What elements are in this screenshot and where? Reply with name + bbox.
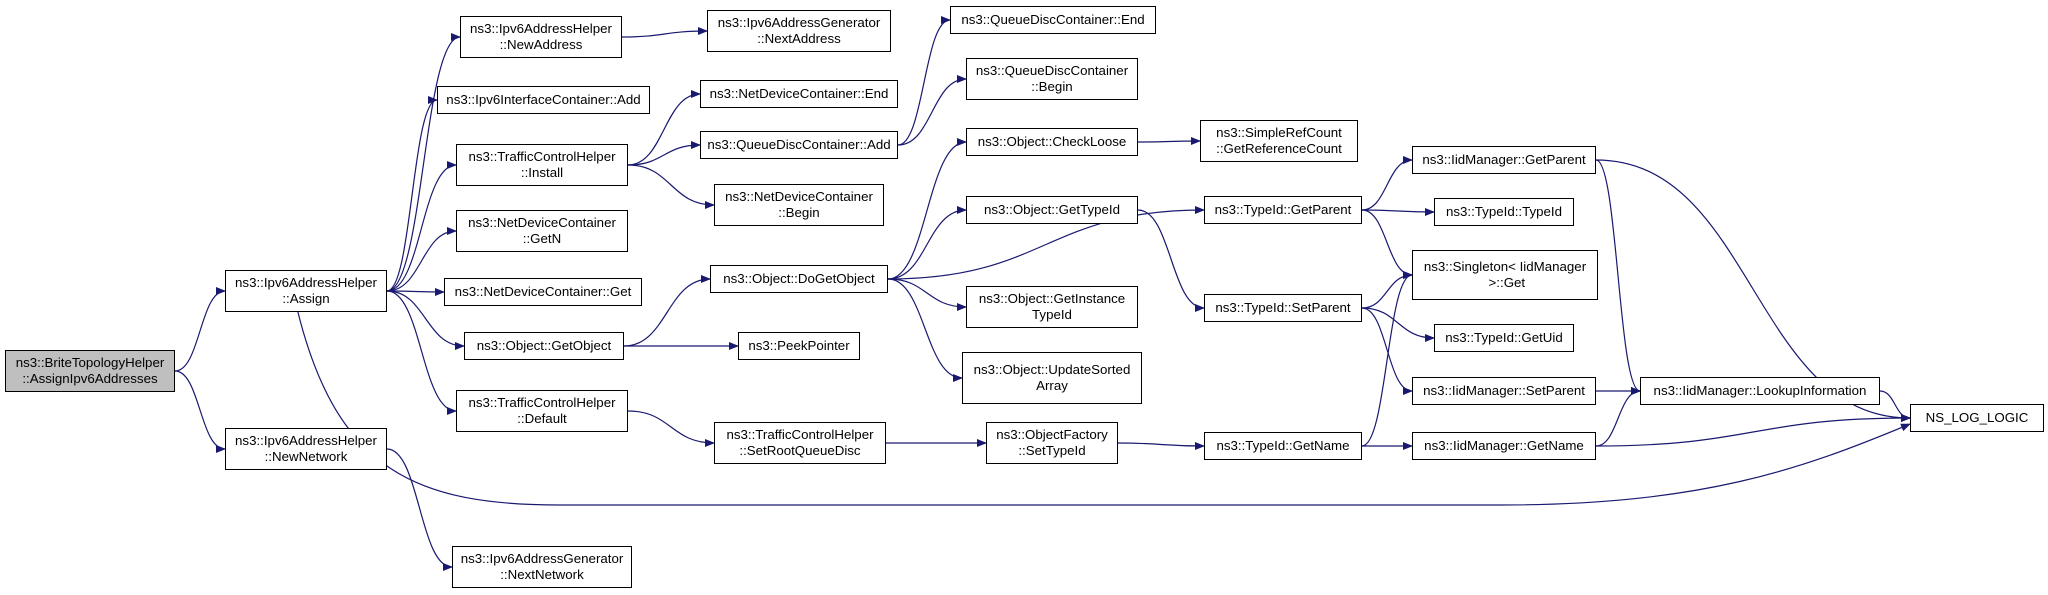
edge-tidGetParent-to-iidGetParent xyxy=(1361,156,1413,211)
edge-tchDefault-to-tchSetRoot xyxy=(627,410,715,447)
node-queue-disc-container-add[interactable]: ns3::QueueDiscContainer::Add xyxy=(700,131,898,159)
node-net-device-container-get[interactable]: ns3::NetDeviceContainer::Get xyxy=(444,278,642,306)
edge-iidGetParent-to-iidLookup xyxy=(1595,159,1641,395)
node-traffic-control-helper-install[interactable]: ns3::TrafficControlHelper ::Install xyxy=(456,144,628,186)
edge-root-to-assign xyxy=(174,287,226,372)
edge-assign-to-objGetObject xyxy=(386,290,465,350)
edge-ofSetTypeId-to-tidGetName xyxy=(1117,441,1205,450)
node-iid-manager-get-name[interactable]: ns3::IidManager::GetName xyxy=(1412,432,1596,460)
edge-assign-to-tchDefault xyxy=(386,290,457,415)
edge-qdcAdd-to-qdcEnd xyxy=(897,16,951,146)
node-ipv6-address-generator-next-address[interactable]: ns3::Ipv6AddressGenerator ::NextAddress xyxy=(707,10,891,52)
node-type-id-get-uid[interactable]: ns3::TypeId::GetUid xyxy=(1434,324,1574,352)
edge-objDoGetObject-to-objGetInstance xyxy=(887,278,967,311)
node-iid-manager-lookup-information[interactable]: ns3::IidManager::LookupInformation xyxy=(1640,377,1880,405)
node-type-id-type-id[interactable]: ns3::TypeId::TypeId xyxy=(1434,198,1574,226)
node-object-check-loose[interactable]: ns3::Object::CheckLoose xyxy=(966,128,1138,156)
edge-newAddress-to-genNextAddress xyxy=(621,27,708,38)
node-iid-manager-set-parent[interactable]: ns3::IidManager::SetParent xyxy=(1412,377,1596,405)
node-net-device-container-get-n[interactable]: ns3::NetDeviceContainer ::GetN xyxy=(456,210,628,252)
node-traffic-control-helper-set-root-queue-disc[interactable]: ns3::TrafficControlHelper ::SetRootQueue… xyxy=(714,422,886,464)
node-ipv6-address-generator-next-network[interactable]: ns3::Ipv6AddressGenerator ::NextNetwork xyxy=(452,546,632,588)
node-singleton-iid-manager-get[interactable]: ns3::Singleton< IidManager >::Get xyxy=(1412,250,1598,300)
edge-tchInstall-to-ndcEnd xyxy=(627,90,701,166)
edge-objDoGetObject-to-objUpdateSorted xyxy=(887,278,963,382)
node-object-get-object[interactable]: ns3::Object::GetObject xyxy=(464,332,624,360)
edge-tidGetParent-to-tidTypeId xyxy=(1361,207,1435,216)
edge-assign-to-ndcGetN xyxy=(386,227,457,292)
node-simple-ref-count-get-reference-count[interactable]: ns3::SimpleRefCount ::GetReferenceCount xyxy=(1200,120,1358,162)
edge-tidSetParent-to-tidGetUid xyxy=(1361,307,1435,342)
edge-iidLookup-to-nsLogLogic xyxy=(1879,390,1911,422)
node-object-update-sorted-array[interactable]: ns3::Object::UpdateSorted Array xyxy=(962,352,1142,404)
node-object-get-instance-type-id[interactable]: ns3::Object::GetInstance TypeId xyxy=(966,286,1138,328)
edge-tidGetParent-to-singletonGet xyxy=(1361,209,1413,279)
node-object-factory-set-type-id[interactable]: ns3::ObjectFactory ::SetTypeId xyxy=(986,422,1118,464)
node-type-id-get-name[interactable]: ns3::TypeId::GetName xyxy=(1204,432,1362,460)
edge-assign-to-newAddress xyxy=(386,33,461,292)
edge-tidGetName-to-singletonGet xyxy=(1361,271,1413,447)
edge-root-to-newNetwork xyxy=(174,370,226,453)
edge-tidSetParent-to-iidSetParent xyxy=(1361,307,1413,395)
edge-objGetObject-to-objDoGetObject xyxy=(623,275,711,347)
node-ipv6-address-helper-new-network[interactable]: ns3::Ipv6AddressHelper ::NewNetwork xyxy=(225,428,387,470)
edge-newNetwork-to-genNextNetwork xyxy=(386,448,453,571)
edge-objDoGetObject-to-objCheckLoose xyxy=(887,138,967,280)
node-type-id-get-parent[interactable]: ns3::TypeId::GetParent xyxy=(1204,196,1362,224)
node-peek-pointer[interactable]: ns3::PeekPointer xyxy=(738,332,860,360)
node-net-device-container-begin[interactable]: ns3::NetDeviceContainer ::Begin xyxy=(714,184,884,226)
node-ipv6-address-helper-new-address[interactable]: ns3::Ipv6AddressHelper ::NewAddress xyxy=(460,16,622,58)
node-object-do-get-object[interactable]: ns3::Object::DoGetObject xyxy=(710,265,888,293)
node-type-id-set-parent[interactable]: ns3::TypeId::SetParent xyxy=(1204,294,1362,322)
edge-iidGetName-to-iidLookup xyxy=(1595,387,1641,447)
edge-iidGetName-to-nsLogLogic xyxy=(1595,414,1911,447)
node-net-device-container-end[interactable]: ns3::NetDeviceContainer::End xyxy=(700,80,898,108)
node-ipv6-interface-container-add[interactable]: ns3::Ipv6InterfaceContainer::Add xyxy=(437,86,650,114)
node-queue-disc-container-end[interactable]: ns3::QueueDiscContainer::End xyxy=(950,6,1156,34)
edge-objDoGetObject-to-objGetTypeId xyxy=(887,206,967,280)
edge-qdcAdd-to-qdcBegin xyxy=(897,75,967,146)
node-brite-assign-ipv6-addresses: ns3::BriteTopologyHelper ::AssignIpv6Add… xyxy=(5,350,175,392)
node-iid-manager-get-parent[interactable]: ns3::IidManager::GetParent xyxy=(1412,146,1596,174)
node-ipv6-address-helper-assign[interactable]: ns3::Ipv6AddressHelper ::Assign xyxy=(225,270,387,312)
edge-objCheckLoose-to-srcGetRef xyxy=(1137,137,1201,146)
edge-assign-to-ifaceAdd xyxy=(386,96,438,292)
edge-tchInstall-to-qdcAdd xyxy=(627,141,701,166)
node-traffic-control-helper-default[interactable]: ns3::TrafficControlHelper ::Default xyxy=(456,390,628,432)
node-queue-disc-container-begin[interactable]: ns3::QueueDiscContainer ::Begin xyxy=(966,58,1138,100)
edge-assign-to-tchInstall xyxy=(386,161,457,292)
edge-tchInstall-to-ndcBegin xyxy=(627,164,715,209)
node-ns-log-logic[interactable]: NS_LOG_LOGIC xyxy=(1910,404,2044,432)
edge-objGetTypeId-to-tidSetParent xyxy=(1137,209,1205,312)
node-object-get-type-id[interactable]: ns3::Object::GetTypeId xyxy=(966,196,1138,224)
